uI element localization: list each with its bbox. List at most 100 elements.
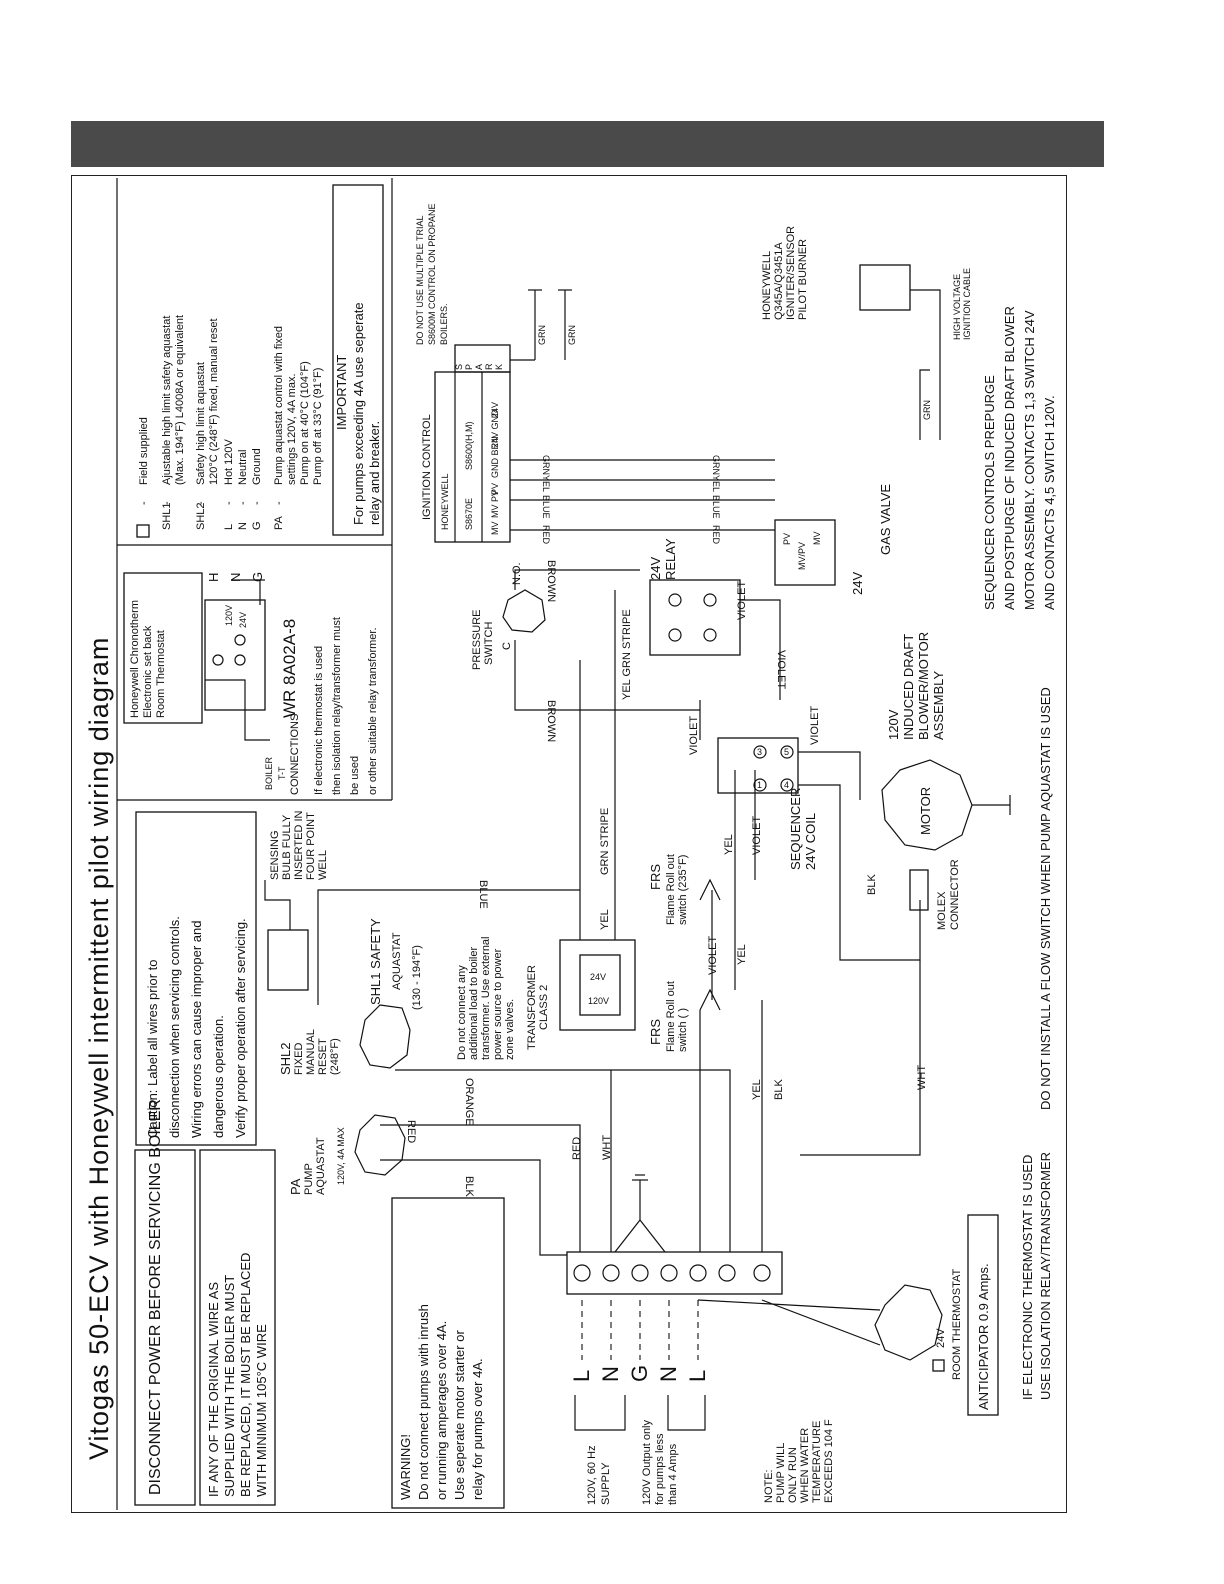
terminal-n-label: N [228,573,243,582]
sequencer-note-3: MOTOR ASSEMBLY. CONTACTS 1,3 SWITCH 24V [1022,310,1037,610]
spark-k: K [494,364,504,370]
important-line-2: relay and breaker. [367,421,382,525]
label-brown-lower: BROWN [545,700,557,742]
label-violet-horizontal: VIOLET [775,650,787,689]
spark-p: P [464,364,474,370]
propane-note-2: S8600M CONTROL ON PROPANE [427,203,437,345]
legend-code-9: PA [273,515,285,530]
legend-code-6: L [223,524,235,530]
caution-line-5: Verify proper operation after servicing. [233,918,248,1138]
motor-label: MOTOR [918,787,933,835]
legend-text-12: Pump off at 33°C (91°F) [312,368,324,485]
legend-dash-2: - [161,501,173,505]
ignition-brand: HONEYWELL [440,473,450,530]
room-thermostat-field-icon [932,1359,945,1372]
field-supplied-icon [136,524,150,538]
terminal-r-icon [212,654,224,666]
frs-switch-1 [699,988,721,1011]
legend-text-11: Pump on at 40°C (104°F) [299,361,311,485]
shl2-line-1: FIXED [293,1043,305,1075]
label-blue-upper: BLUE [477,880,489,909]
sensing-line-1: SENSING [269,830,281,880]
legend-dash-9: - [273,501,285,505]
legend-code-8: G [251,521,263,530]
frs2-line-2: switch (235°F) [677,855,689,925]
terminal-screw-6 [718,1264,736,1282]
label-yel-grn-stripe: YEL GRN STRIPE [621,609,633,700]
terminal-g-icon [234,654,246,666]
seq-pin-5-label: 5 [784,747,789,757]
electronic-note-2: then isolation relay/transformer must [331,617,343,795]
warning-line-3: Use seperate motor starter or [452,1330,467,1500]
pa-line-3: 120V, 4A MAX [336,1127,346,1185]
ignition-term-mvpv: MV PV [490,490,500,518]
legend-text-4: Safety high limit aquastat [195,362,207,485]
label-grn-top-2: GRN [567,325,577,345]
sequencer-label: SEQUENCER [788,788,803,870]
label-yel-lower: YEL [751,1079,763,1100]
terminal-screw-7 [753,1264,771,1282]
warning-line-4: relay for pumps over 4A. [470,1358,485,1500]
terminal-w-icon [234,634,246,646]
blue-wire-upper [317,889,580,1005]
hv-cable [910,289,941,440]
molex-label-2: CONNECTOR [949,859,961,930]
legend-text-5: 120°C (248°F) fixed, manual reset [208,318,220,485]
label-blk-lower: BLK [773,1079,785,1100]
legend-text-2: Ajustable high limit safety aquastat [161,316,173,485]
transformer-box [559,939,636,1031]
page-title: Vitogas 50-ECV with Honeywell intermitte… [84,637,114,1460]
output-line-3: than 4 Amps [667,1443,679,1505]
orange-wire [395,1069,731,1252]
propane-note-1: DO NOT USE MULTIPLE TRIAL [415,215,425,345]
transformer-note-3: transformer. Use external [480,937,492,1061]
boiler-tt-1: BOILER [264,756,274,790]
legend-text-7: Neutral [237,450,249,485]
transformer-120v: 120V [588,996,609,1006]
room-thermostat-24v: 24V [935,1328,947,1348]
frs1-label: FRS [648,1019,663,1045]
thermostat-24v: 24V [238,612,248,628]
relay-box [649,579,741,656]
sequencer-pin-3 [753,745,767,759]
propane-note-3: BOILERS. [439,303,449,345]
transformer-note-2: additional load to boiler [468,947,480,1060]
sequencer-pin-4 [780,778,794,792]
label-brown-upper: BROWN [545,560,557,602]
legend: - Field supplied SHL1 - Ajustable high l… [136,315,324,538]
terminal-block [566,1251,783,1295]
warning-line-2: or running amperages over 4A. [434,1321,449,1500]
electronic-note-1: If electronic thermostat is used [313,646,325,795]
gas-valve-pv: PV [782,533,792,545]
pump-note-5: TEMPERATURE [811,1421,823,1503]
ignition-term-mv: MV [490,522,500,536]
important-box [332,184,384,536]
warning-box [391,1197,505,1509]
motor-assembly-2: INDUCED DRAFT [901,634,916,740]
label-red-ign-1: RED [541,525,551,545]
boiler-tt-2: T-T [277,766,287,780]
pilot-line-3: IGNITER/SENSOR [785,226,797,320]
ignition-term-24v2: 24V [490,402,500,418]
label-yel-ign-1: YEL [541,475,551,492]
warning-title: WARNING! [398,1434,413,1500]
brown-wire-lower [514,640,700,711]
sensing-line-5: WELL [317,850,329,880]
legend-code-7: N [237,522,249,530]
frs2-label: FRS [648,864,663,890]
electronic-note-4: or other suitable relay transformer. [367,627,379,795]
pressure-switch-icon [502,589,546,633]
terminal-screw-3 [631,1264,649,1282]
gas-valve-box [774,519,836,586]
pa-label: PA [288,1178,303,1195]
electronic-isolation-2: USE ISOLATION RELAY/TRANSFORMER [1038,1152,1053,1400]
wht-motor-wire [800,960,921,1156]
pump-note-4: WHEN WATER [799,1428,811,1503]
legend-dash-1: - [138,501,150,505]
sensing-line-3: INSERTED IN [293,810,305,880]
motor-assembly-1: 120V [886,709,901,740]
gas-valve-mv: MV [812,532,822,546]
supply-line-2: SUPPLY [600,1462,612,1505]
wire-note-box [199,1149,276,1506]
transformer-label: TRANSFORMER [526,965,538,1050]
